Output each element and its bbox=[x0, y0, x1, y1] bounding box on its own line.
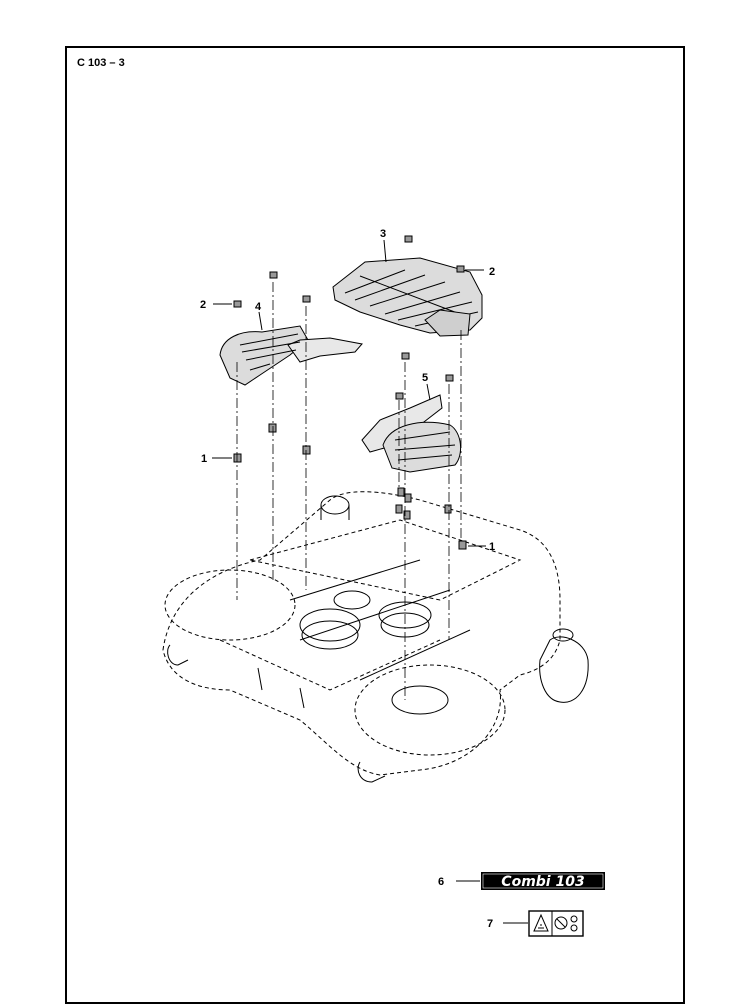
part-5-right-shield bbox=[361, 394, 462, 473]
part-7-warning-label bbox=[528, 910, 584, 937]
callout-2b: 2 bbox=[489, 266, 495, 278]
page-code: C 103 – 3 bbox=[77, 57, 125, 69]
callout-6: 6 bbox=[438, 876, 444, 888]
callout-5: 5 bbox=[422, 372, 428, 384]
callout-3: 3 bbox=[380, 228, 386, 240]
drawing-frame: C 103 – 3 bbox=[65, 46, 685, 1004]
callout-4: 4 bbox=[255, 301, 262, 313]
callout-leaders bbox=[212, 239, 528, 924]
callout-1b: 1 bbox=[489, 541, 495, 553]
callout-1a: 1 bbox=[201, 453, 207, 465]
mower-deck bbox=[162, 491, 589, 783]
callout-2a: 2 bbox=[200, 299, 206, 311]
warning-triangle-icon bbox=[533, 913, 549, 932]
part-6-decal: Combi 103 bbox=[481, 872, 605, 890]
leader-lines bbox=[236, 282, 462, 700]
decal-text: Combi 103 bbox=[501, 874, 584, 890]
part-4-left-shield bbox=[219, 325, 363, 386]
fasteners bbox=[233, 235, 467, 550]
callout-7: 7 bbox=[487, 918, 493, 930]
part-3-top-cover bbox=[332, 257, 483, 337]
